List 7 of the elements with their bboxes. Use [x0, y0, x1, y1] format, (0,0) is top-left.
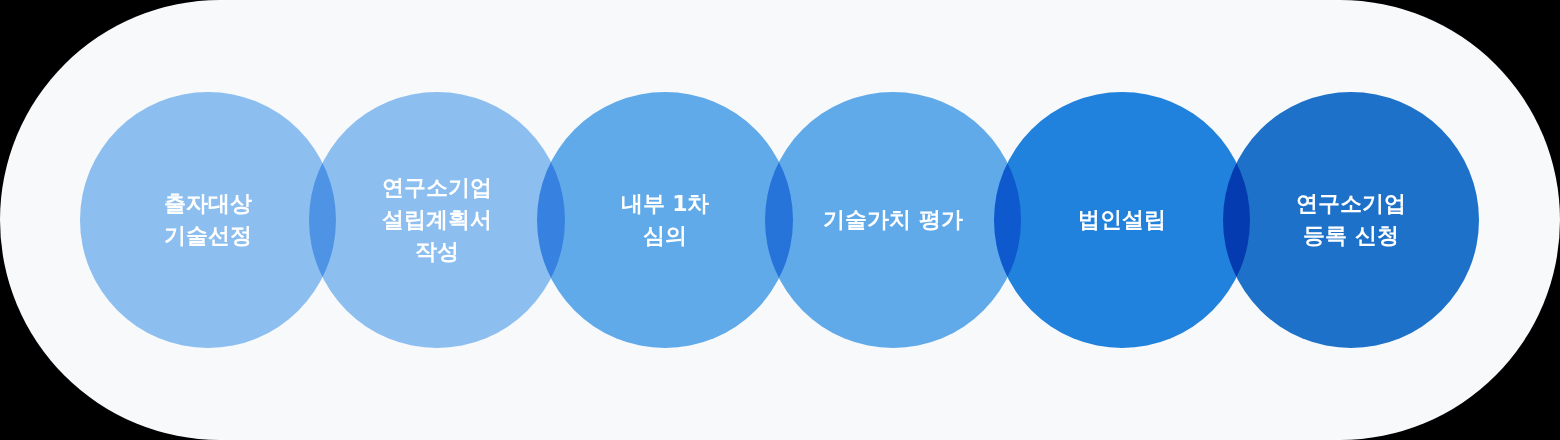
- step-label: 법인설립: [1077, 206, 1167, 235]
- step-label: 기술가치 평가: [823, 206, 963, 235]
- step-label: 연구소기업 설립계획서 작성: [381, 174, 493, 266]
- step-label: 출자대상 기술선정: [163, 190, 253, 250]
- step-label: 연구소기업 등록 신청: [1295, 190, 1407, 250]
- step-circle: [1223, 92, 1479, 348]
- step-label: 내부 1차 심의: [619, 190, 711, 250]
